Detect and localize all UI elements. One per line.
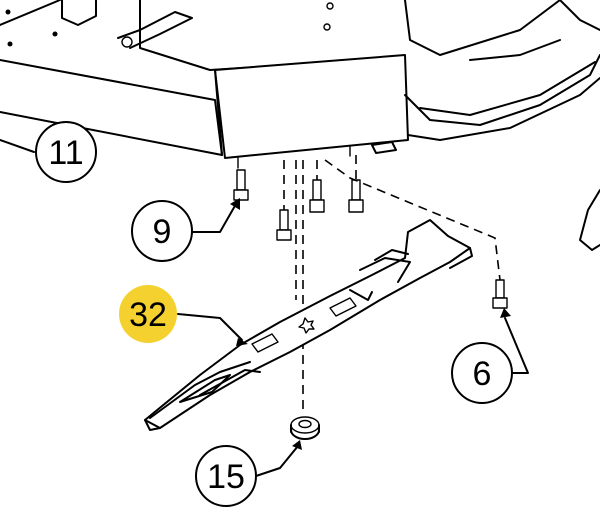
- washer-15: [290, 416, 320, 440]
- callout-32-highlight: [119, 285, 177, 343]
- bolt-6: [492, 279, 508, 309]
- mower-blade: [144, 219, 473, 431]
- assembly-lines: [283, 155, 501, 410]
- mower-deck: [0, 0, 600, 251]
- callout-11-label: 11: [48, 134, 83, 172]
- callout-15: 15: [195, 445, 257, 507]
- bolt-9: [233, 169, 249, 201]
- bolts: [233, 169, 508, 309]
- leader-lines: [0, 139, 529, 477]
- callout-6: 6: [451, 342, 513, 404]
- callout-9-label: 9: [153, 213, 172, 251]
- bolt-a: [276, 209, 292, 241]
- callout-11: 11: [35, 121, 97, 183]
- callout-9: 9: [131, 200, 193, 262]
- bolt-b: [309, 179, 325, 213]
- callout-32: 32: [119, 285, 177, 343]
- callout-15-label: 15: [207, 458, 245, 496]
- callout-6-label: 6: [473, 355, 492, 393]
- callout-32-label: 32: [129, 296, 167, 334]
- bolt-c: [348, 179, 364, 213]
